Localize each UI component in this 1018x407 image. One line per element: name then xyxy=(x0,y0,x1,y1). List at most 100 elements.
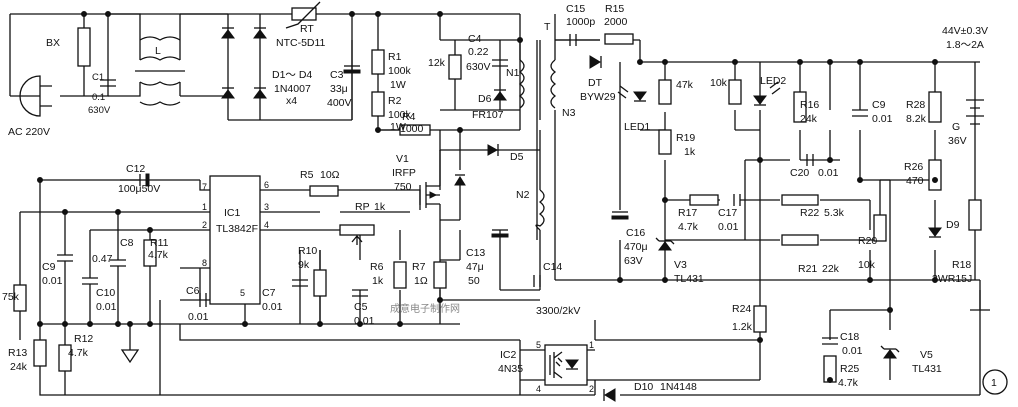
label-v3v: TL431 xyxy=(674,273,704,285)
resistor-r17 xyxy=(689,194,719,206)
label-led1: LED1 xyxy=(624,121,650,133)
label-r12v: 4.7k xyxy=(68,347,89,359)
opto-pin-2: 2 xyxy=(589,384,594,394)
resistor-r15 xyxy=(604,33,634,45)
label-v5v: TL431 xyxy=(912,363,942,375)
label-gv: 36V xyxy=(948,135,967,147)
label-c6v: 0.01 xyxy=(188,311,209,323)
resistor-r10 xyxy=(313,269,327,297)
opto-pin-5: 5 xyxy=(536,340,541,350)
transformer-t xyxy=(518,40,557,240)
resistor-r16 xyxy=(793,91,807,123)
label-c18v: 0.01 xyxy=(842,345,863,357)
label-g: G xyxy=(952,121,960,133)
label-r19v: 1k xyxy=(684,146,696,158)
label-r4v: 1000 xyxy=(400,123,424,135)
label-r7v: 1Ω xyxy=(414,275,428,287)
label-bx: BX xyxy=(46,37,60,49)
label-d10: D10 xyxy=(634,381,653,393)
label-c8v: 0.47 xyxy=(92,253,113,265)
label-r17: R17 xyxy=(678,207,697,219)
label-r21v: 22k xyxy=(822,263,840,275)
pin-3: 3 xyxy=(264,202,269,212)
capacitor-c20 xyxy=(806,154,814,166)
label-c12v: 100μ50V xyxy=(118,183,160,195)
diode-dt xyxy=(589,55,602,69)
pin-4: 4 xyxy=(264,220,269,230)
pin-2: 2 xyxy=(202,220,207,230)
label-ic2: IC2 xyxy=(500,349,517,361)
label-c5v: 0.01 xyxy=(354,315,375,327)
label-c1r: 630V xyxy=(88,105,111,116)
capacitor-c13 xyxy=(491,229,509,238)
capacitor-c9-right xyxy=(852,109,868,117)
choke-l xyxy=(135,36,185,106)
shunt-regulator-v3 xyxy=(655,237,675,251)
label-ic1v: TL3842F xyxy=(216,223,258,235)
watermark: 成意电子制作网 xyxy=(390,302,460,315)
label-r24: R24 xyxy=(732,303,751,315)
label-v1v: IRFP xyxy=(392,167,416,179)
resistor-r4 xyxy=(399,124,431,136)
resistor-r6 xyxy=(393,261,407,289)
label-c9v: 0.01 xyxy=(42,275,63,287)
resistor-r26 xyxy=(928,159,942,191)
label-c8: C8 xyxy=(120,237,134,249)
label-dtv: BYW29 xyxy=(580,91,616,103)
label-c12: C12 xyxy=(126,163,145,175)
label-r28: R28 xyxy=(906,99,925,111)
label-c17v: 0.01 xyxy=(718,221,739,233)
label-c3: C3 xyxy=(330,69,344,81)
label-rpv: 1k xyxy=(374,201,386,213)
ic1-tl3842 xyxy=(209,175,261,305)
label-c17: C17 xyxy=(718,207,737,219)
bridge-diodes xyxy=(221,27,267,99)
label-d14: D1～ D4 xyxy=(272,69,312,81)
label-c16v: 470μ xyxy=(624,241,648,253)
pin-8: 8 xyxy=(202,258,207,268)
label-l: L xyxy=(155,45,161,57)
label-r12: R12 xyxy=(74,333,93,345)
mosfet-v1 xyxy=(419,150,466,221)
label-v3: V3 xyxy=(674,259,687,271)
label-c10: C10 xyxy=(96,287,115,299)
fuse-bx xyxy=(77,27,91,67)
label-r22v: 5.3k xyxy=(824,207,845,219)
diode-d5 xyxy=(487,144,499,156)
label-c14v: 3300/2kV xyxy=(536,305,580,317)
capacitor-c12 xyxy=(139,173,150,187)
pin-7: 7 xyxy=(202,182,207,192)
capacitor-c16 xyxy=(611,211,629,220)
label-rtv: NTC-5D11 xyxy=(276,37,326,49)
label-d6: D6 xyxy=(478,93,492,105)
label-r15: R15 xyxy=(605,3,624,15)
pin-5: 5 xyxy=(240,288,245,298)
label-dt: DT xyxy=(588,77,603,89)
label-r2: R2 xyxy=(388,95,402,107)
label-ic2v: 4N35 xyxy=(498,363,523,375)
label-r13: R13 xyxy=(8,347,27,359)
figure-number: 1 xyxy=(991,377,997,389)
label-c14: C14 xyxy=(543,261,562,273)
junction-dots xyxy=(37,11,938,383)
label-r1p: 1W xyxy=(390,79,406,91)
label-75k: 75k xyxy=(2,291,20,303)
label-out2: 1.8～2A xyxy=(946,39,984,51)
label-c3v: 33μ xyxy=(330,83,348,95)
label-r26v: 470 xyxy=(906,175,924,187)
label-12k: 12k xyxy=(428,57,446,69)
opto-pin-1: 1 xyxy=(589,340,594,350)
label-c9bv: 0.01 xyxy=(872,113,893,125)
label-c15v: 1000p xyxy=(566,16,595,28)
capacitor-c5 xyxy=(352,289,368,297)
label-c16: C16 xyxy=(626,227,645,239)
label-c4r: 630V xyxy=(466,61,491,73)
ac-plug-icon xyxy=(19,75,52,117)
led1-icon xyxy=(617,85,647,102)
resistor-r22 xyxy=(781,194,819,206)
label-c13: C13 xyxy=(466,247,485,259)
pin-6: 6 xyxy=(264,180,269,190)
capacitor-c7 xyxy=(292,279,308,287)
battery-g-icon xyxy=(966,99,984,125)
